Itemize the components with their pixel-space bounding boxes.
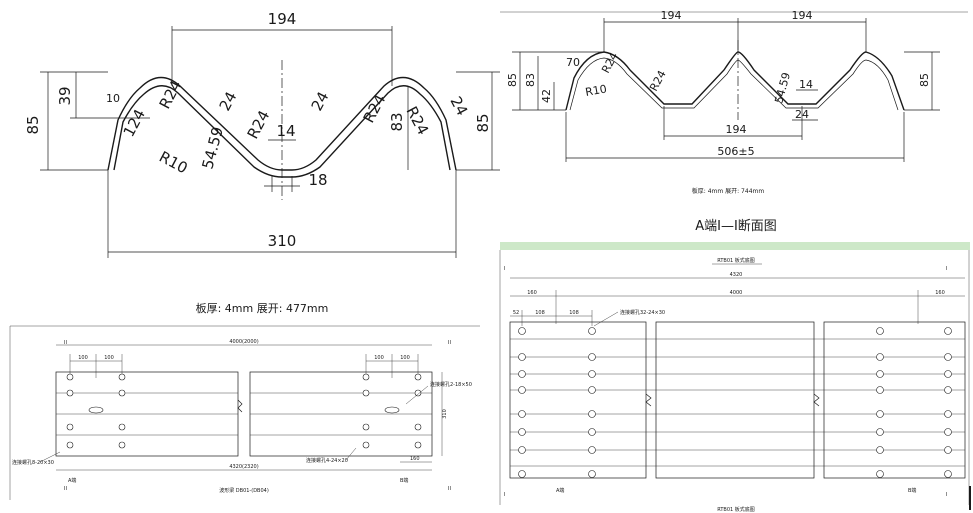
left-plan-label-bottom-mid: 连接螺孔4-24×20 — [306, 457, 348, 464]
left-dim-24-b: 24 — [308, 89, 333, 114]
right-plan-end-b: B端 — [908, 487, 916, 494]
right-dim-42: 42 — [540, 89, 553, 103]
left-profile-note: 板厚: 4mm 展开: 477mm — [196, 301, 329, 315]
left-profile-inner — [113, 85, 451, 178]
left-plan-label-left-bottom: 连接螺孔8-20×30 — [12, 459, 54, 466]
left-plan-mark-1: II — [64, 340, 67, 346]
left-plan-title: 波形梁 DB01-(DB04) — [219, 487, 269, 494]
right-plan-total-dim: 4320 — [730, 272, 743, 278]
right-dim-r10: R10 — [584, 82, 608, 99]
left-dim-r24-d: R24 — [402, 103, 432, 138]
right-dim-506: 506±5 — [717, 145, 754, 158]
right-profile-inner — [569, 57, 899, 111]
left-plan-dim-100-a: 100 — [78, 355, 88, 361]
left-plan-break-symbol — [237, 399, 243, 413]
right-dim-70: 70 — [566, 56, 580, 69]
left-plan-right-dim: 160 — [410, 456, 420, 462]
left-dim-24-a: 24 — [216, 89, 241, 114]
right-dim-r24-a: R24 — [599, 50, 621, 75]
left-dim-85-a: 85 — [24, 115, 42, 134]
right-plan-dim-108-b: 108 — [569, 310, 579, 316]
left-profile-drawing: 194 85 39 10 R24 124 R10 24 54.59 R24 14… — [24, 10, 500, 315]
left-dim-r24-b: R24 — [244, 107, 274, 142]
left-plan-label-right-top: 连接螺孔2-18×50 — [430, 381, 472, 388]
left-plan-bottom-dim: 4320(2320) — [229, 464, 258, 470]
left-plan-dim-100-c: 100 — [374, 355, 384, 361]
left-dim-85-b: 85 — [474, 113, 492, 132]
left-dim-194: 194 — [268, 10, 297, 28]
right-plan-break-1 — [645, 393, 652, 407]
left-plan-view: II II II II 4000(2000) 100 100 100 100 — [9, 325, 480, 500]
right-section-title: A端I—I断面图 — [695, 219, 777, 234]
left-dim-r24-a: R24 — [156, 77, 186, 112]
right-plan-dim-52: 52 — [513, 310, 519, 316]
right-plan-green-bar — [500, 242, 970, 250]
right-dim-194-c: 194 — [726, 123, 747, 136]
right-plan-dim-4000: 4000 — [730, 290, 743, 296]
right-plan-mark-3: I — [504, 492, 505, 498]
left-plan-mark-3: II — [64, 486, 67, 492]
left-plan-mark-2: II — [448, 340, 451, 346]
right-plan-hole-label: 连接螺孔32-24×30 — [620, 309, 665, 316]
right-plan-dim-160-b: 160 — [935, 290, 945, 296]
left-plan-dim-100-d: 100 — [400, 355, 410, 361]
left-plan-mark-4: II — [448, 486, 451, 492]
right-plan-mark-1: I — [504, 266, 505, 272]
left-profile-outline — [107, 76, 457, 171]
right-dim-14: 14 — [799, 78, 813, 91]
left-dim-124: 124 — [120, 106, 149, 140]
right-dim-54-59: 54.59 — [772, 71, 793, 105]
right-plan-holes — [518, 327, 952, 478]
right-dim-85-b: 85 — [918, 73, 931, 87]
left-dim-54-59: 54.59 — [198, 125, 227, 171]
right-plan-beam-right — [823, 321, 966, 479]
left-plan-dim-100-b: 100 — [104, 355, 114, 361]
right-plan-break-2 — [813, 393, 820, 407]
left-dim-10deg: 10 — [106, 92, 120, 105]
left-dim-310: 310 — [268, 232, 297, 250]
left-plan-end-a: A端 — [68, 477, 76, 484]
right-plan-mark-2: I — [946, 266, 947, 272]
left-plan-top-dim: 4000(2000) — [229, 339, 258, 345]
left-dim-14: 14 — [276, 122, 295, 140]
right-plan-beam-left — [509, 321, 647, 479]
right-plan-beam-mid — [655, 321, 815, 479]
right-plan-header: RTB01 板式底图 — [717, 257, 755, 264]
right-profile-note: 板厚: 4mm 展开: 744mm — [692, 187, 765, 195]
left-plan-height-dim: 310 — [442, 409, 448, 419]
right-plan-mark-4: I — [946, 492, 947, 498]
left-dim-39: 39 — [56, 86, 74, 105]
left-dim-18: 18 — [308, 171, 327, 189]
right-dim-194-a: 194 — [661, 9, 682, 22]
left-dim-r10: R10 — [156, 148, 191, 178]
right-dim-r24-b: R24 — [647, 68, 669, 93]
left-dim-24-c: 24 — [446, 93, 471, 118]
right-dim-83: 83 — [524, 73, 537, 87]
right-plan-dim-108-a: 108 — [535, 310, 545, 316]
left-plan-slot-right — [384, 406, 400, 414]
right-plan-bottom-caption: RTB01 板式底图 — [717, 506, 755, 513]
left-plan-end-b: B端 — [400, 477, 408, 484]
right-plan-lines — [510, 338, 965, 467]
left-plan-slot-left — [88, 406, 104, 414]
left-plan-holes — [66, 373, 422, 449]
right-dim-194-b: 194 — [792, 9, 813, 22]
right-dim-85-a: 85 — [506, 73, 519, 87]
right-plan-dim-160-a: 160 — [527, 290, 537, 296]
right-profile-drawing: 194 194 70 R24 R24 85 83 42 R10 14 54.59… — [500, 9, 968, 234]
right-plan-end-a: A端 — [556, 487, 564, 494]
left-dim-83: 83 — [388, 112, 406, 131]
right-plan-view: RTB01 板式底图 I I I I 4320 160 4000 160 52 … — [499, 242, 971, 513]
